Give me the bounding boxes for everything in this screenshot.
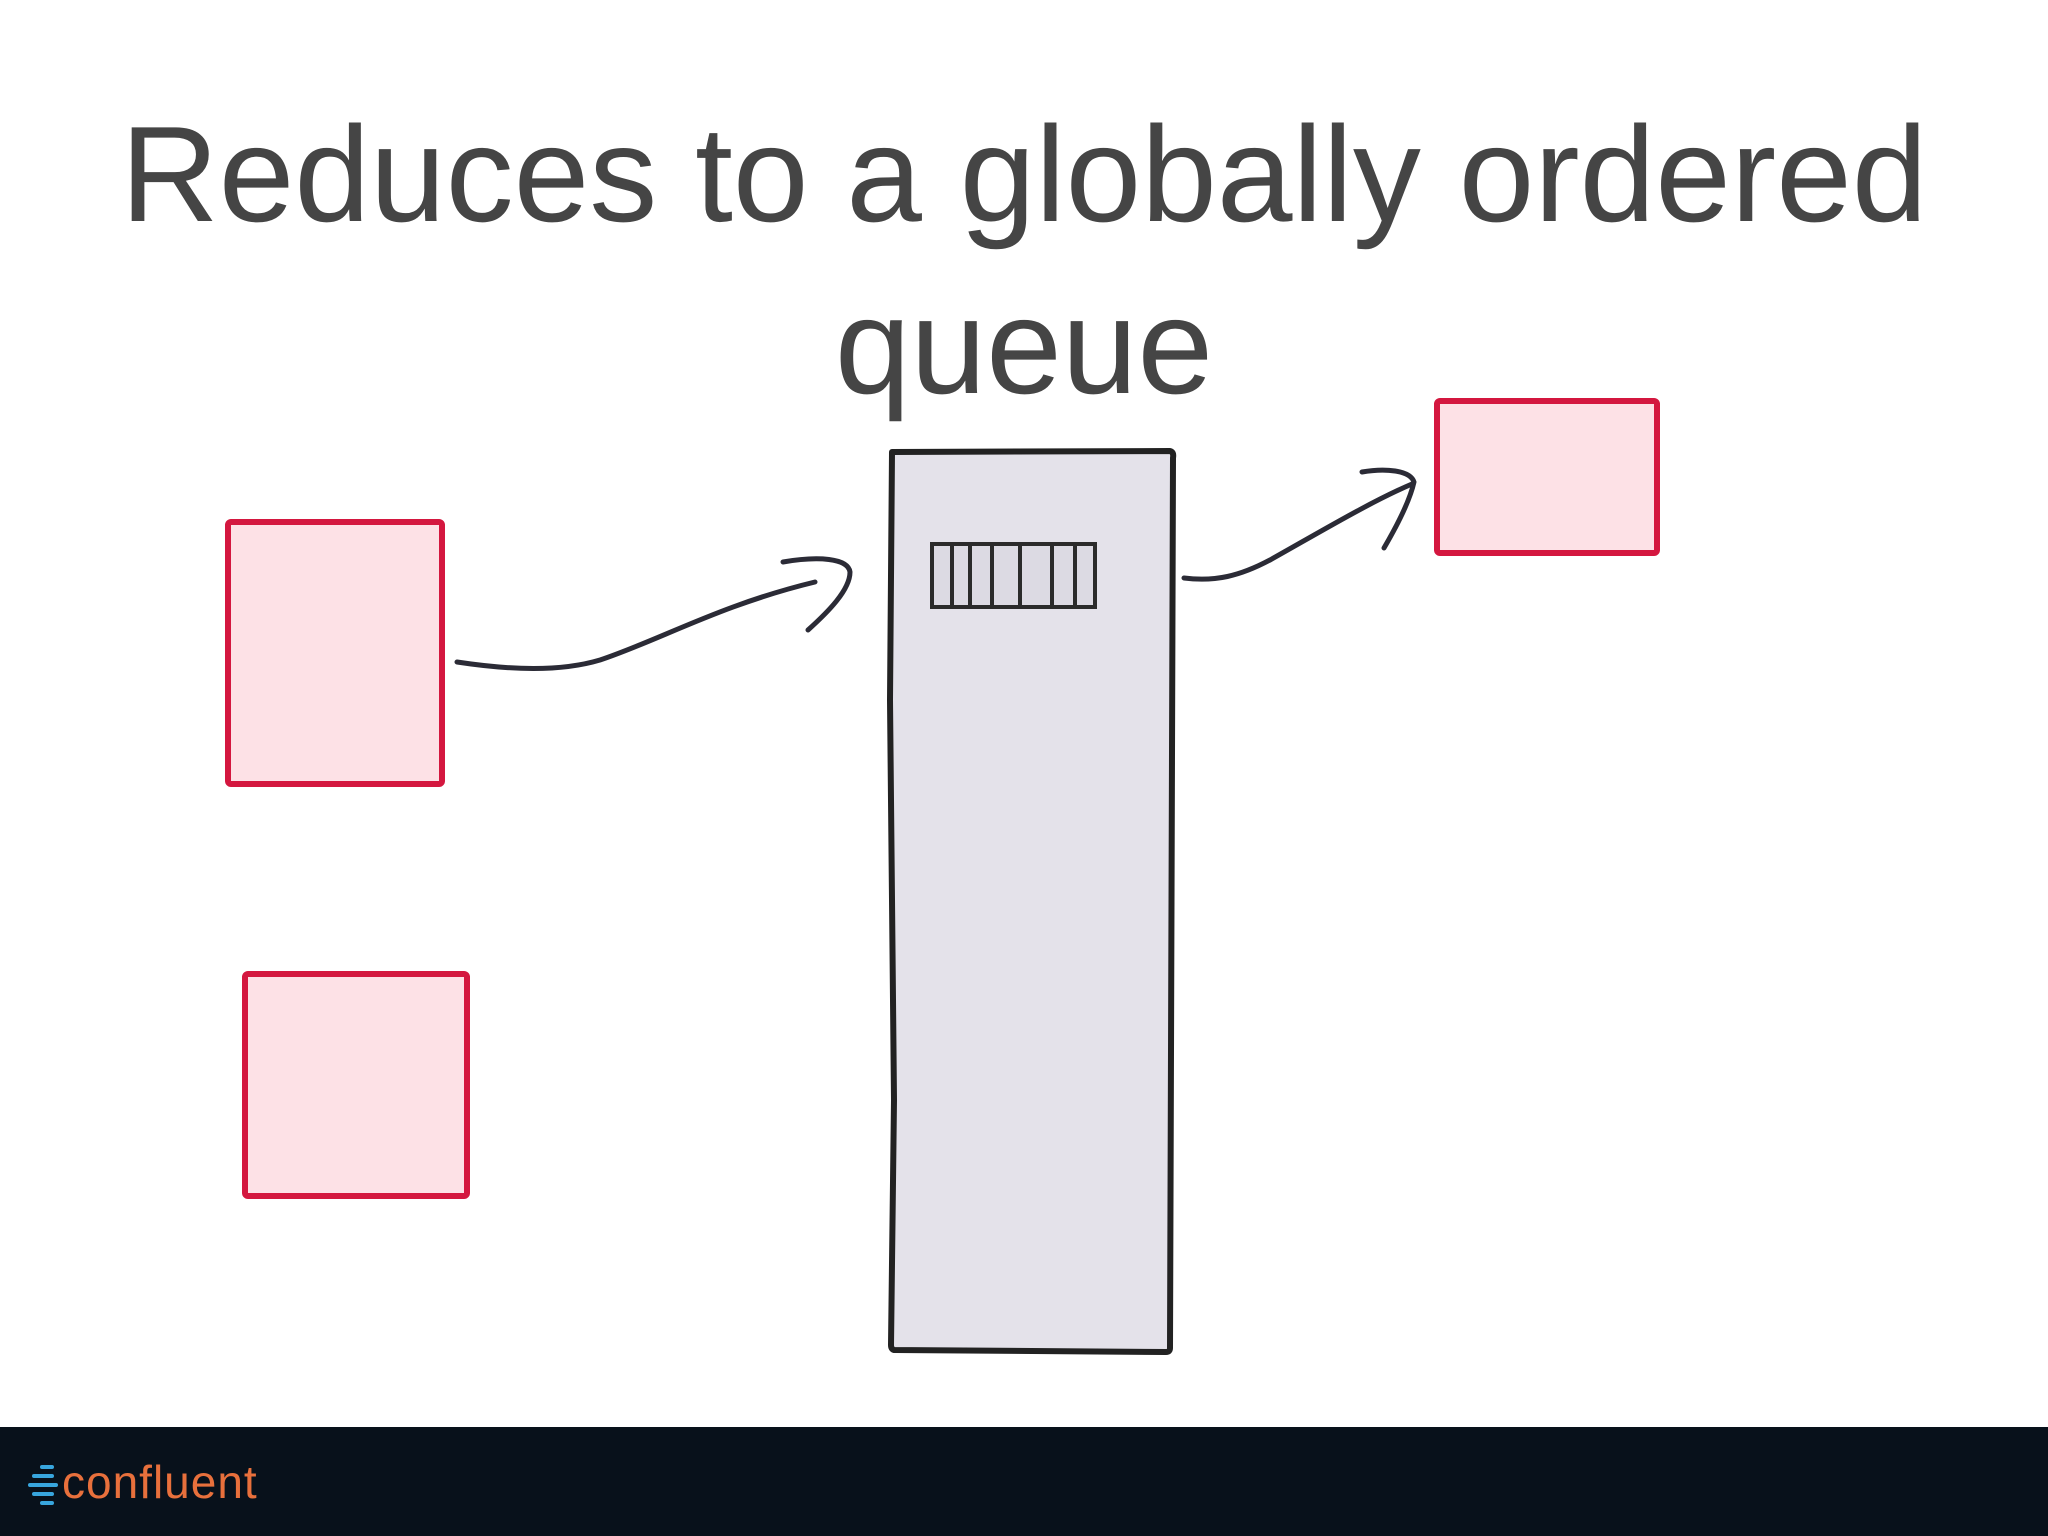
arrow-head bbox=[780, 556, 853, 633]
slide-title: Reduces to a globally ordered queue bbox=[0, 88, 2048, 432]
producer-box-bottom bbox=[242, 971, 470, 1199]
confluent-logo: confluent bbox=[28, 1457, 258, 1507]
arrow-shaft bbox=[1181, 481, 1415, 582]
arrow-log-to-consumer bbox=[1181, 467, 1417, 582]
arrow-producer-to-log bbox=[454, 556, 853, 671]
slide-title-line-1: Reduces to a globally ordered bbox=[120, 98, 1928, 250]
log-message-slots bbox=[930, 542, 1097, 609]
producer-box-top bbox=[225, 519, 445, 787]
confluent-brand-text: confluent bbox=[62, 1456, 258, 1508]
footer-bar: confluent bbox=[0, 1427, 2048, 1536]
arrow-head bbox=[1359, 467, 1417, 551]
confluent-mark-icon bbox=[28, 1457, 62, 1507]
arrow-shaft bbox=[454, 579, 818, 671]
queue-diagram bbox=[225, 398, 1660, 1355]
slide-title-line-2: queue bbox=[834, 270, 1214, 422]
consumer-box bbox=[1434, 398, 1660, 556]
log-slot-frame bbox=[930, 542, 1097, 609]
ordered-queue-log bbox=[887, 448, 1177, 1355]
